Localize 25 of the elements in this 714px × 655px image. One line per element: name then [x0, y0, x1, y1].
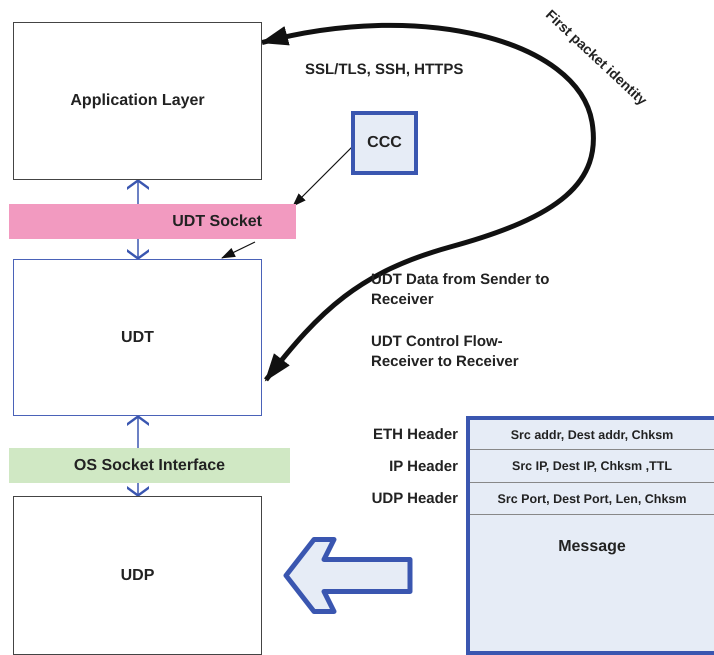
protocol-note: SSL/TLS, SSH, HTTPS: [305, 60, 464, 80]
protocol-note: UDT Control Flow- Receiver to Receiver: [371, 332, 520, 371]
arrow: [221, 241, 256, 259]
block-arrow: [284, 537, 412, 614]
layer-name: Application Layer: [70, 92, 205, 110]
layer-name: UDP: [120, 566, 154, 584]
field-list: Src addr, Dest addr, Chksm: [510, 428, 674, 442]
curved-arrow: [260, 23, 596, 382]
header-label: ETH Header: [372, 426, 458, 443]
header-label: IP Header: [389, 458, 458, 474]
layer-name: OS Socket Interface: [74, 456, 226, 474]
layer-name: UDT Socket: [172, 212, 262, 230]
field-list: Src Port, Dest Port, Len, Chksm: [498, 492, 686, 506]
layer-name: UDT: [121, 328, 154, 346]
layer-box: [13, 22, 262, 180]
interface-band: [9, 448, 290, 483]
layer-name: CCC: [367, 134, 402, 152]
header-label: UDP Header: [372, 490, 458, 507]
socket-band: [9, 204, 296, 239]
control-box: [351, 111, 418, 175]
layer-box: [13, 496, 262, 655]
arrow: [292, 146, 352, 207]
layer-box: [13, 259, 262, 416]
layer-name: Message: [558, 538, 626, 556]
field-list: Src IP, Dest IP, Chksm ,TTL: [512, 459, 672, 473]
